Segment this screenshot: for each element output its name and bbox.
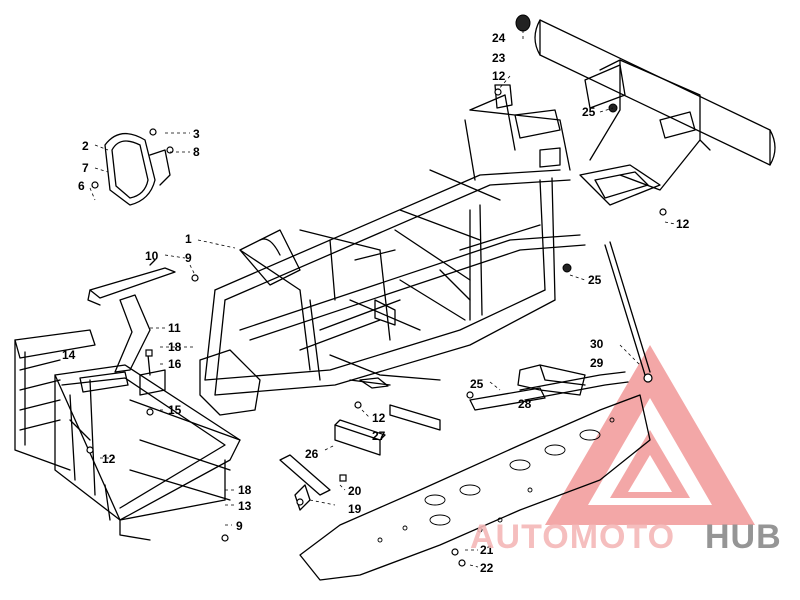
callout-25-top: 25 — [582, 105, 596, 119]
callout-21: 21 — [480, 543, 494, 557]
watermark-triangle-hole — [628, 455, 672, 492]
callout-28: 28 — [518, 397, 532, 411]
callout-13: 13 — [238, 499, 252, 513]
callout-3: 3 — [193, 127, 200, 141]
strip-27 — [389, 404, 441, 431]
callout-11: 11 — [168, 321, 181, 335]
callout-7: 7 — [82, 161, 89, 175]
callout-6: 6 — [78, 179, 85, 193]
leader-lines — [89, 30, 676, 568]
callout-15: 15 — [168, 403, 182, 417]
callout-1: 1 — [185, 232, 192, 246]
rear-rack — [534, 19, 776, 206]
callout-10: 10 — [145, 249, 159, 263]
watermark-text-main: AUTOMOTO — [470, 518, 675, 556]
bracket-11 — [114, 294, 151, 373]
callout-12-bumper: 12 — [102, 452, 116, 466]
callout-16: 16 — [168, 357, 182, 371]
callout-19: 19 — [348, 502, 362, 516]
watermark-text-accent: HUB — [705, 518, 782, 556]
callout-18-lower: 18 — [238, 483, 252, 497]
bracket-19 — [279, 454, 347, 511]
callout-14: 14 — [62, 348, 76, 362]
callout-12-mid: 12 — [372, 411, 386, 425]
callout-25-lower: 25 — [470, 377, 484, 391]
watermark-logo — [545, 345, 755, 525]
rod-30 — [604, 241, 653, 383]
callout-9-upper: 9 — [185, 251, 192, 265]
callout-30: 30 — [590, 337, 604, 351]
callout-8: 8 — [193, 145, 200, 159]
end-cap-24 — [515, 14, 531, 32]
bracket-28 — [469, 364, 586, 411]
front-bumper — [14, 329, 241, 541]
callout-23: 23 — [492, 51, 506, 65]
main-frame — [199, 84, 586, 416]
callout-12-top: 12 — [492, 69, 506, 83]
callout-labels: 24 23 12 25 3 8 2 7 6 12 1 10 9 25 11 18… — [62, 31, 690, 575]
callout-18-upper: 18 — [168, 340, 182, 354]
callout-25-mid: 25 — [588, 273, 602, 287]
callout-20: 20 — [348, 484, 362, 498]
callout-2: 2 — [82, 139, 89, 153]
callout-12-rack: 12 — [676, 217, 690, 231]
callout-26: 26 — [305, 447, 319, 461]
skid-plate — [299, 394, 651, 581]
callout-24: 24 — [492, 31, 506, 45]
callout-29: 29 — [590, 356, 604, 370]
callout-22: 22 — [480, 561, 494, 575]
bracket-10 — [87, 259, 176, 306]
callout-9-lower: 9 — [236, 519, 243, 533]
watermark-text: AUTOMOTO HUB — [470, 518, 782, 556]
bracket-16 — [139, 349, 166, 396]
callout-27: 27 — [372, 429, 386, 443]
headlight-assembly — [91, 128, 174, 206]
strip-26 — [334, 419, 386, 456]
